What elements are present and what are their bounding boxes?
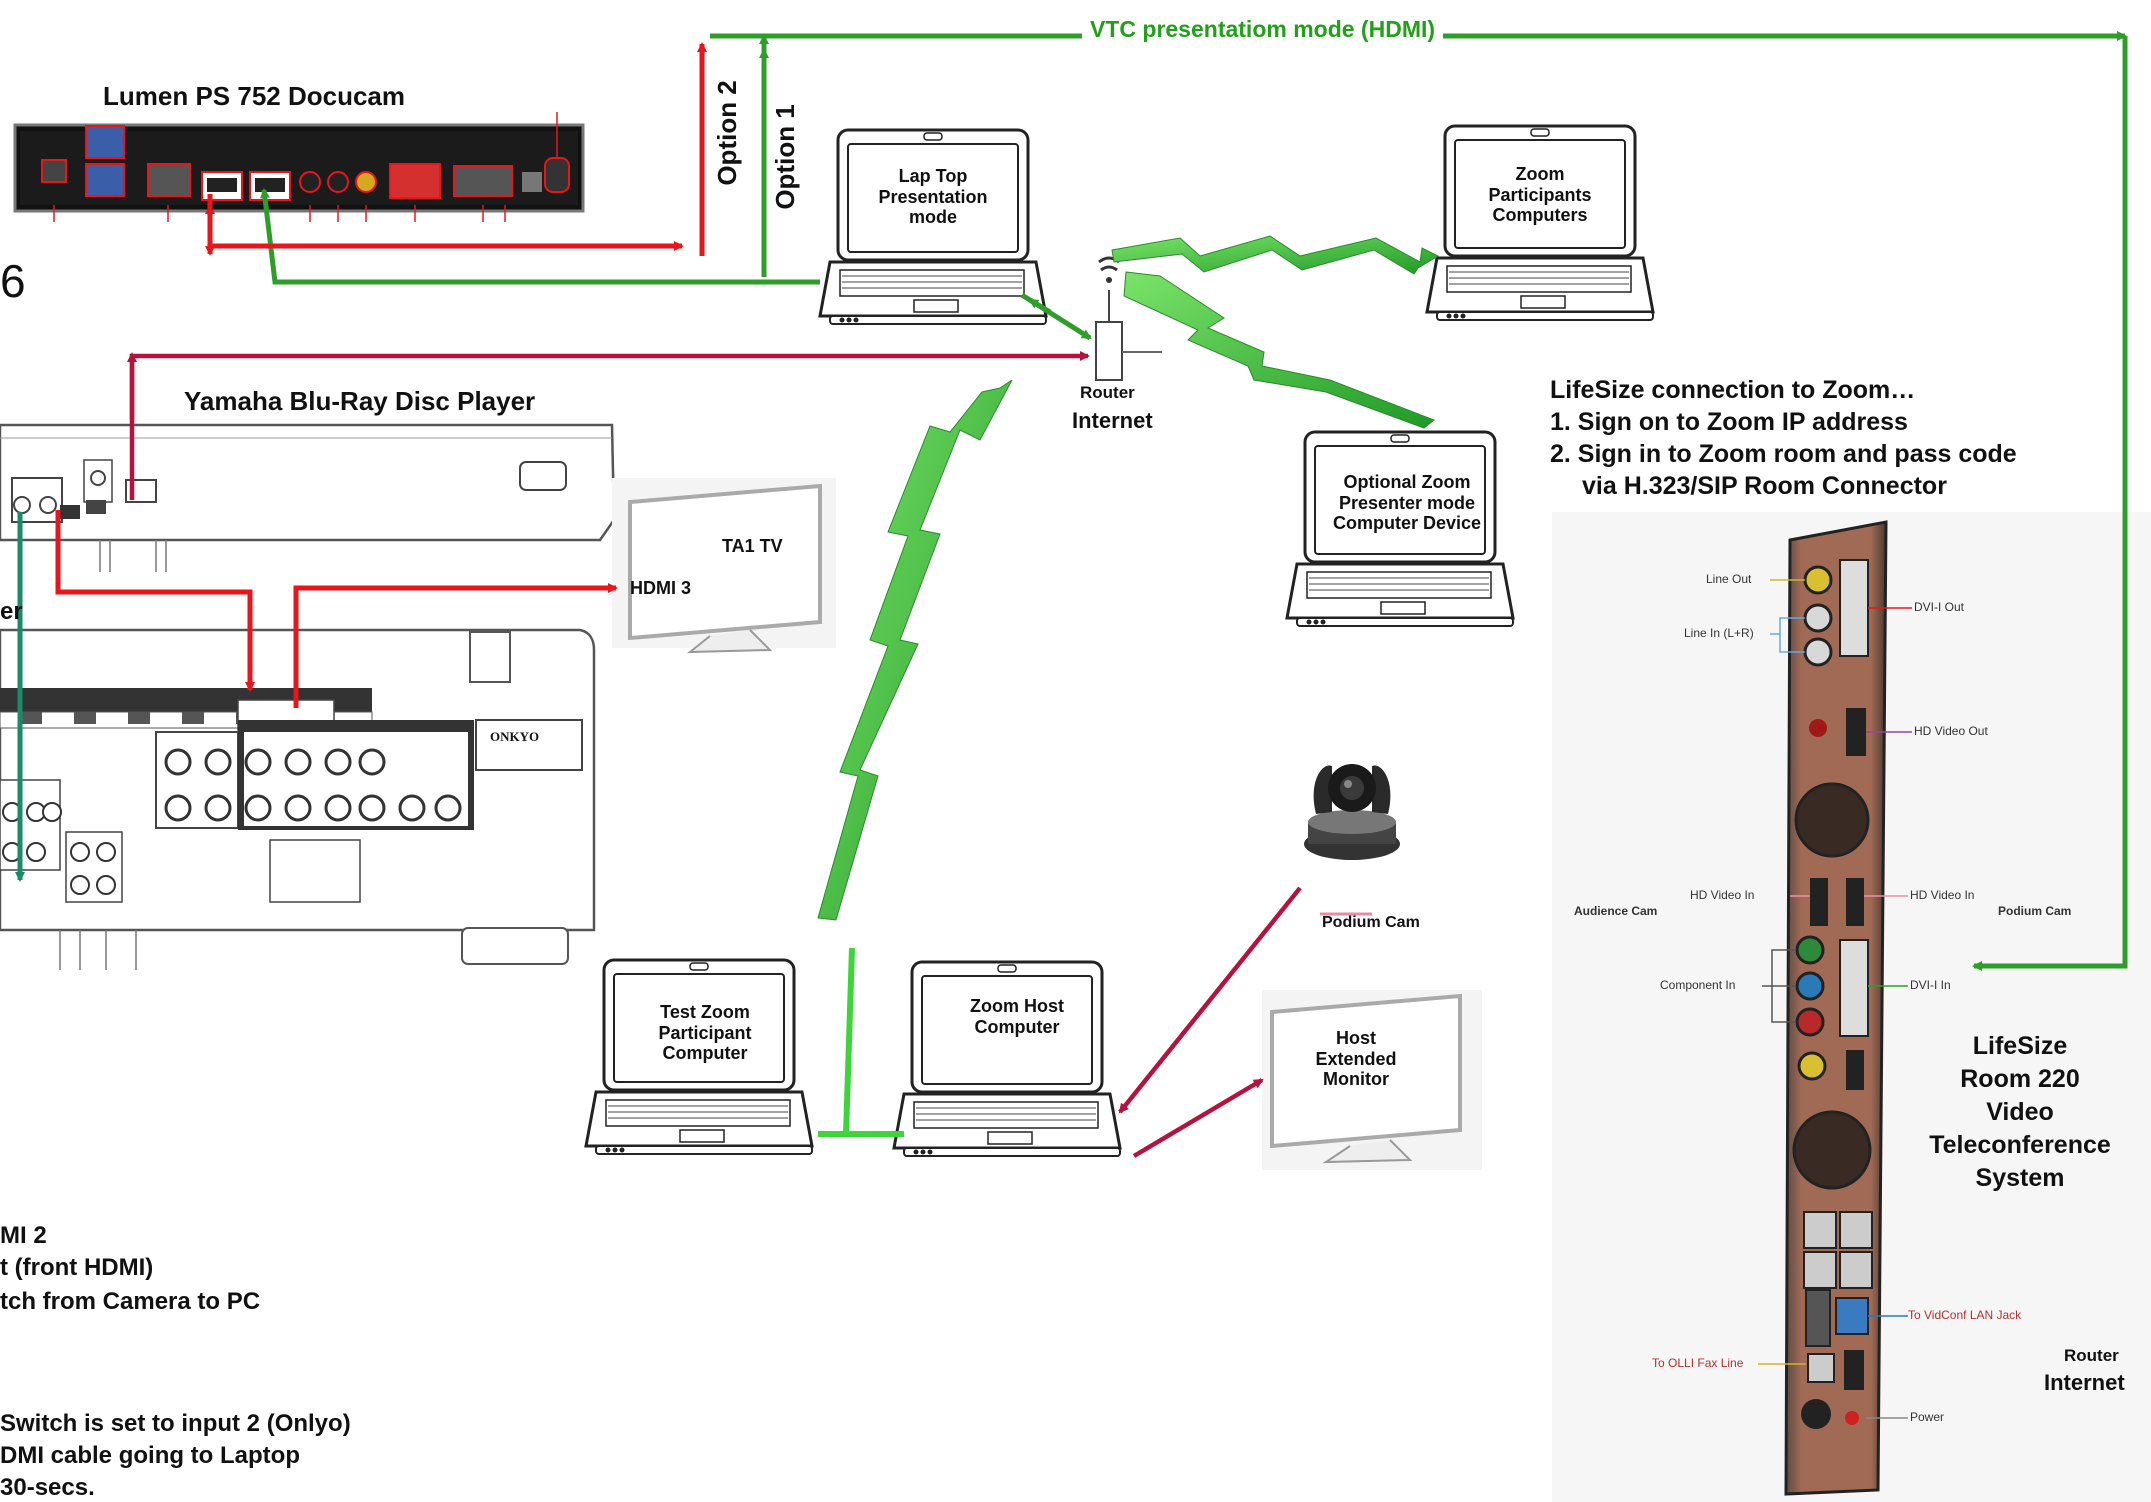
docucam-title: Lumen PS 752 Docucam xyxy=(103,82,405,112)
yamaha-bluray-device xyxy=(0,425,614,572)
wireless-bolt-optional xyxy=(1124,272,1434,428)
lifesize-podium-cam-label: Podium Cam xyxy=(1998,904,2071,918)
router-bottom-sub: Internet xyxy=(2044,1370,2125,1395)
note-1: MI 2 xyxy=(0,1222,47,1250)
docucam-cropped-glyph: 6 xyxy=(0,255,26,308)
port-hd-video-out: HD Video Out xyxy=(1914,724,1988,738)
podium-cam-label: Podium Cam xyxy=(1322,914,1420,932)
laptop-participants-label: Zoom Participants Computers xyxy=(1470,164,1610,226)
note-2: t (front HDMI) xyxy=(0,1254,153,1282)
router-top-sub: Internet xyxy=(1072,408,1153,433)
note-5: DMI cable going to Laptop xyxy=(0,1442,300,1470)
audience-cam-label: Audience Cam xyxy=(1574,904,1657,918)
router-top-name: Router xyxy=(1080,383,1135,403)
wireless-bolt-participants xyxy=(1112,236,1438,274)
port-component-in: Component In xyxy=(1660,978,1735,992)
lifesize-notes-heading: LifeSize connection to Zoom… xyxy=(1550,376,1915,405)
podium-cam-device xyxy=(1304,764,1400,860)
top-link-label: VTC presentatiom mode (HDMI) xyxy=(1082,16,1443,42)
laptop-presentation-label: Lap Top Presentation mode xyxy=(858,166,1008,228)
port-dvi-in: DVI-I In xyxy=(1910,978,1951,992)
host-monitor-label: Host Extended Monitor xyxy=(1296,1028,1416,1090)
laptop-test-label: Test Zoom Participant Computer xyxy=(640,1002,770,1064)
tv-name: TA1 TV xyxy=(722,536,783,557)
port-power: Power xyxy=(1910,1410,1944,1424)
option-1-label: Option 1 xyxy=(771,104,801,209)
lifesize-unit xyxy=(1552,512,2151,1502)
receiver-brand: ONKYO xyxy=(490,730,539,745)
option-2-label: Option 2 xyxy=(713,80,743,185)
note-4: Switch is set to input 2 (Onlyo) xyxy=(0,1410,351,1438)
docucam-device xyxy=(15,112,583,222)
note-6: 30-secs. xyxy=(0,1474,95,1502)
port-line-in: Line In (L+R) xyxy=(1684,626,1754,640)
router-bottom-name: Router xyxy=(2064,1346,2119,1366)
port-hd-video-in-left: HD Video In xyxy=(1690,888,1754,902)
laptop-host-label: Zoom Host Computer xyxy=(962,996,1072,1037)
tv-monitor xyxy=(612,478,836,652)
port-fax: To OLLI Fax Line xyxy=(1652,1356,1743,1370)
port-lan: To VidConf LAN Jack xyxy=(1908,1308,2021,1322)
laptop-zoom-host xyxy=(894,962,1120,1156)
tv-input: HDMI 3 xyxy=(630,578,691,599)
laptop-optional-label: Optional Zoom Presenter mode Computer De… xyxy=(1318,472,1496,534)
receiver-cropped-label: er xyxy=(0,598,23,626)
port-dvi-out: DVI-I Out xyxy=(1914,600,1964,614)
port-line-out: Line Out xyxy=(1706,572,1751,586)
lifesize-notes-step2: 2. Sign in to Zoom room and pass code xyxy=(1550,440,2017,469)
lifesize-system-label: LifeSize Room 220 Video Teleconference S… xyxy=(1910,1030,2130,1195)
yamaha-title: Yamaha Blu-Ray Disc Player xyxy=(184,387,535,417)
wireless-bolt-test xyxy=(818,380,1012,920)
lifesize-notes-step2b: via H.323/SIP Room Connector xyxy=(1582,472,1947,501)
note-3: tch from Camera to PC xyxy=(0,1288,260,1316)
port-hd-video-in-right: HD Video In xyxy=(1910,888,1974,902)
lifesize-notes-step1: 1. Sign on to Zoom IP address xyxy=(1550,408,1908,437)
lime-connection xyxy=(818,948,904,1134)
